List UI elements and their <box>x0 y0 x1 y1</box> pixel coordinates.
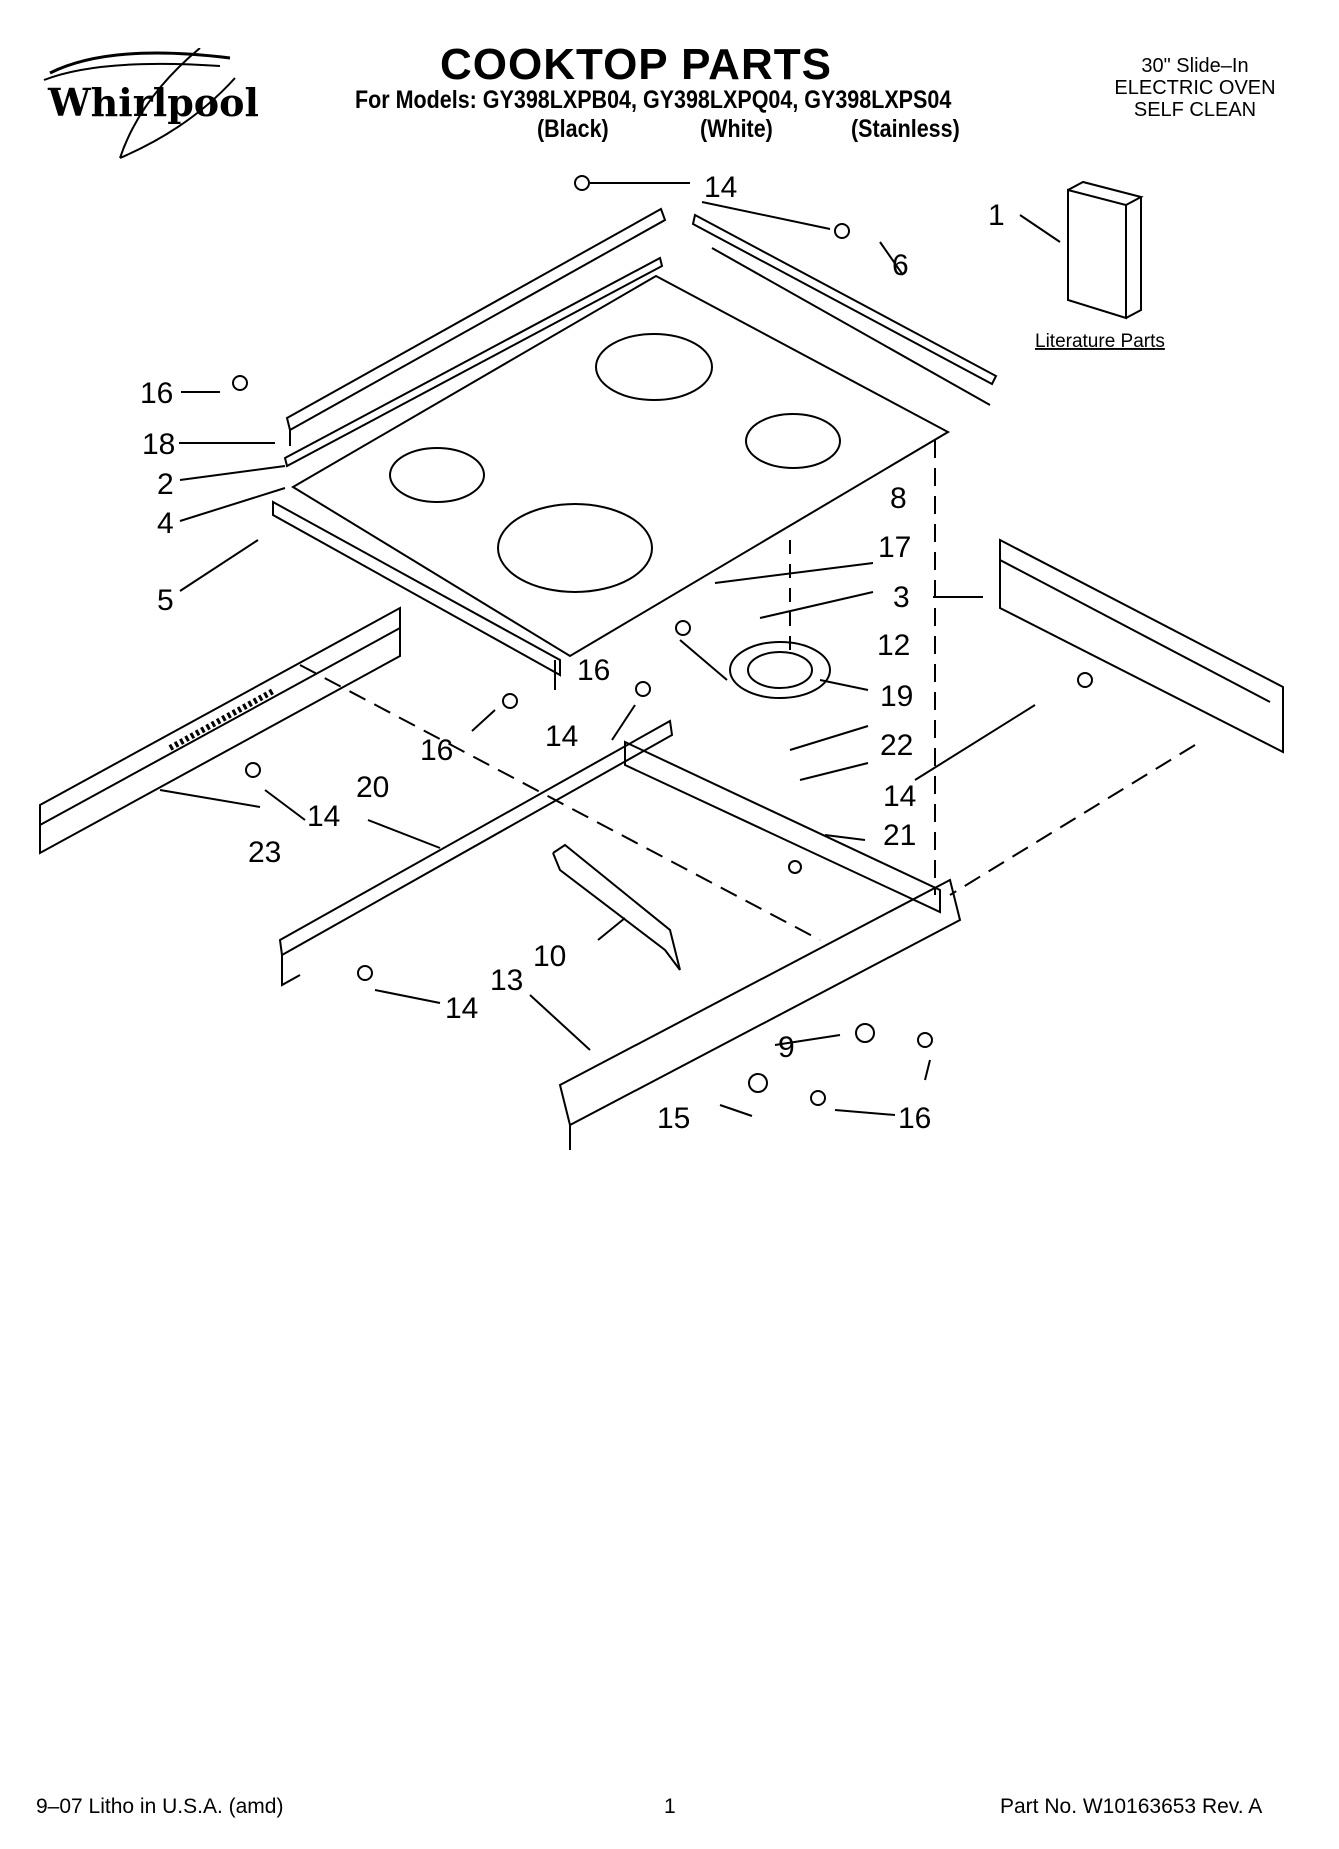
callout: 9 <box>778 1031 795 1064</box>
part-callouts: 14 1 6 16 18 2 4 5 8 17 3 16 12 19 16 14… <box>140 171 1005 1135</box>
literature-book <box>1067 180 1144 320</box>
callout: 13 <box>490 964 523 997</box>
callout: 3 <box>893 581 910 614</box>
vent-slots <box>168 687 277 751</box>
page-number: 1 <box>664 1795 676 1818</box>
callout: 14 <box>307 800 340 833</box>
screws <box>232 175 1093 1106</box>
part-number: Part No. W10163653 Rev. A <box>1000 1795 1263 1818</box>
right-side-bracket <box>999 538 1284 754</box>
callout: 14 <box>445 992 478 1025</box>
appliance-line-2: ELECTRIC OVEN <box>1114 77 1276 99</box>
page-title: COOKTOP PARTS <box>440 40 832 89</box>
callout: 10 <box>533 940 566 973</box>
callout: 16 <box>898 1102 931 1135</box>
left-side-panel <box>39 606 401 855</box>
exploded-parts-diagram: Literature Parts 14 1 6 16 18 2 4 5 8 17… <box>39 171 1284 1150</box>
appliance-line-3: SELF CLEAN <box>1133 99 1257 121</box>
callout: 8 <box>890 482 907 515</box>
callout: 12 <box>877 629 910 662</box>
litho-note: 9–07 Litho in U.S.A. (amd) <box>36 1795 284 1818</box>
callout: 20 <box>356 771 389 804</box>
burner-front-left <box>389 447 485 503</box>
callout: 23 <box>248 836 281 869</box>
whirlpool-logo: Whirlpool <box>43 48 259 159</box>
rear-trim <box>285 207 667 446</box>
svg-text:Whirlpool: Whirlpool <box>47 80 259 125</box>
appliance-line-1: 30" Slide–In <box>1141 55 1249 77</box>
callout: 16 <box>420 734 453 767</box>
callout: 15 <box>657 1102 690 1135</box>
callout: 18 <box>142 428 175 461</box>
callout: 14 <box>704 171 737 204</box>
literature-parts-label: Literature Parts <box>1035 331 1165 352</box>
models-line: For Models: GY398LXPB04, GY398LXPQ04, GY… <box>355 86 952 114</box>
callout: 1 <box>988 199 1005 232</box>
callout: 17 <box>878 531 911 564</box>
callout: 14 <box>545 720 578 753</box>
front-panel <box>558 878 962 1150</box>
callout: 4 <box>157 507 174 540</box>
front-trim <box>272 500 561 690</box>
burner-rear-right <box>745 413 841 469</box>
trim-strip <box>283 256 664 468</box>
handle-bracket <box>552 843 681 971</box>
variant-stainless: (Stainless) <box>851 115 960 143</box>
callout: 5 <box>157 584 174 617</box>
surface-element <box>729 641 831 699</box>
callout: 16 <box>140 377 173 410</box>
callout: 6 <box>892 249 909 282</box>
variant-white: (White) <box>700 115 773 143</box>
side-trim-strip <box>691 213 998 406</box>
left-rail <box>278 719 674 987</box>
variant-black: (Black) <box>537 115 609 143</box>
appliance-description: 30" Slide–In ELECTRIC OVEN SELF CLEAN <box>1080 55 1310 121</box>
cooktop-glass <box>291 274 951 658</box>
burner-front-right <box>497 503 653 593</box>
callout: 22 <box>880 729 913 762</box>
callout: 19 <box>880 680 913 713</box>
callout: 16 <box>577 654 610 687</box>
callout: 14 <box>883 780 916 813</box>
front-rail <box>624 740 941 914</box>
callout: 2 <box>157 468 174 501</box>
burner-rear-left <box>595 333 713 401</box>
callout: 21 <box>883 819 916 852</box>
